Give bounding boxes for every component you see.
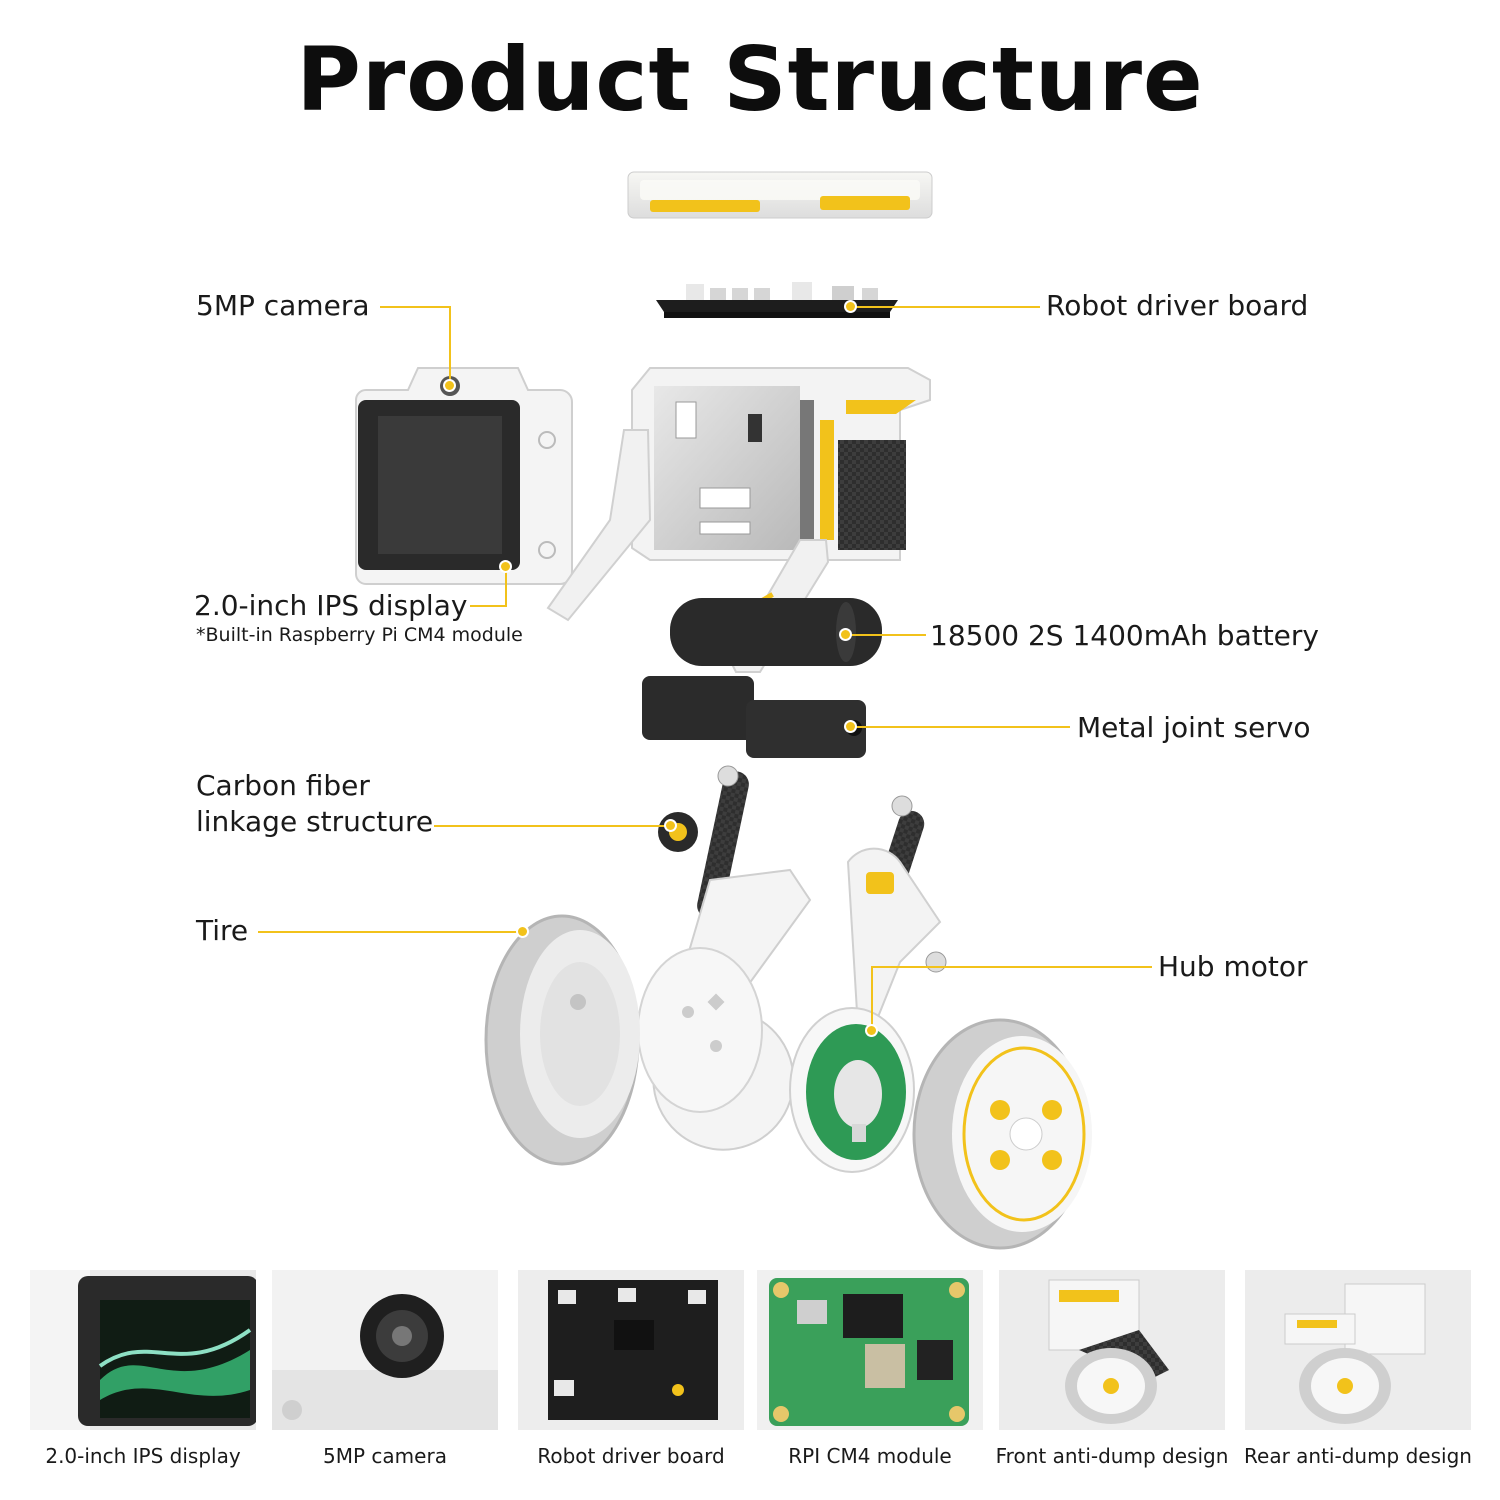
hub-motor-leader-vertical — [871, 966, 873, 1030]
display-leader-vertical — [505, 566, 507, 607]
label-linkage-line2: linkage structure — [196, 805, 434, 838]
hub-motor-marker — [867, 1026, 876, 1035]
label-battery: 18500 2S 1400mAh battery — [930, 619, 1319, 652]
driver-board-marker — [846, 302, 855, 311]
linkage-leader — [434, 825, 670, 827]
caption-rear-anti-dump: Rear anti-dump design — [1244, 1444, 1472, 1468]
label-camera: 5MP camera — [196, 289, 370, 322]
left-tire — [484, 914, 640, 1166]
exploded-robot-illustration — [355, 171, 1092, 1250]
hub-motor-leader — [872, 966, 1152, 968]
thumbnail-cm4-module — [757, 1270, 983, 1430]
label-linkage-line1: Carbon fiber — [196, 769, 370, 802]
top-cover — [627, 171, 933, 219]
camera-leader — [380, 306, 450, 308]
thumbnail-display — [30, 1270, 256, 1430]
label-servo: Metal joint servo — [1077, 711, 1311, 744]
display-module — [355, 367, 573, 585]
label-driver-board: Robot driver board — [1046, 289, 1309, 322]
camera-marker — [445, 381, 454, 390]
thumbnail-driver-board — [518, 1270, 744, 1430]
camera-leader-vertical — [449, 306, 451, 384]
servo-marker — [846, 722, 855, 731]
driver-board — [656, 282, 898, 318]
label-display: 2.0-inch IPS display — [194, 589, 468, 622]
servo-leader — [850, 726, 1070, 728]
caption-front-anti-dump: Front anti-dump design — [995, 1444, 1229, 1468]
caption-driver-board: Robot driver board — [537, 1444, 725, 1468]
linkage-marker — [666, 821, 675, 830]
thumbnail-rear-anti-dump — [1245, 1270, 1471, 1430]
thumbnail-camera — [272, 1270, 498, 1430]
battery — [670, 598, 882, 666]
label-hub-motor: Hub motor — [1158, 950, 1308, 983]
tire-leader — [258, 931, 522, 933]
caption-cm4-module: RPI CM4 module — [788, 1444, 952, 1468]
caption-display: 2.0-inch IPS display — [45, 1444, 241, 1468]
label-display-note: *Built-in Raspberry Pi CM4 module — [196, 624, 523, 646]
display-leader — [470, 605, 506, 607]
thumbnail-front-anti-dump — [999, 1270, 1225, 1430]
display-marker — [501, 562, 510, 571]
tire-marker — [518, 927, 527, 936]
right-tire — [912, 1018, 1092, 1250]
driver-board-leader — [850, 306, 1040, 308]
servos — [642, 676, 866, 758]
battery-marker — [841, 630, 850, 639]
label-tire: Tire — [196, 914, 249, 947]
main-body — [631, 367, 931, 561]
battery-leader — [846, 634, 926, 636]
caption-camera: 5MP camera — [323, 1444, 447, 1468]
page-title: Product Structure — [296, 28, 1204, 131]
